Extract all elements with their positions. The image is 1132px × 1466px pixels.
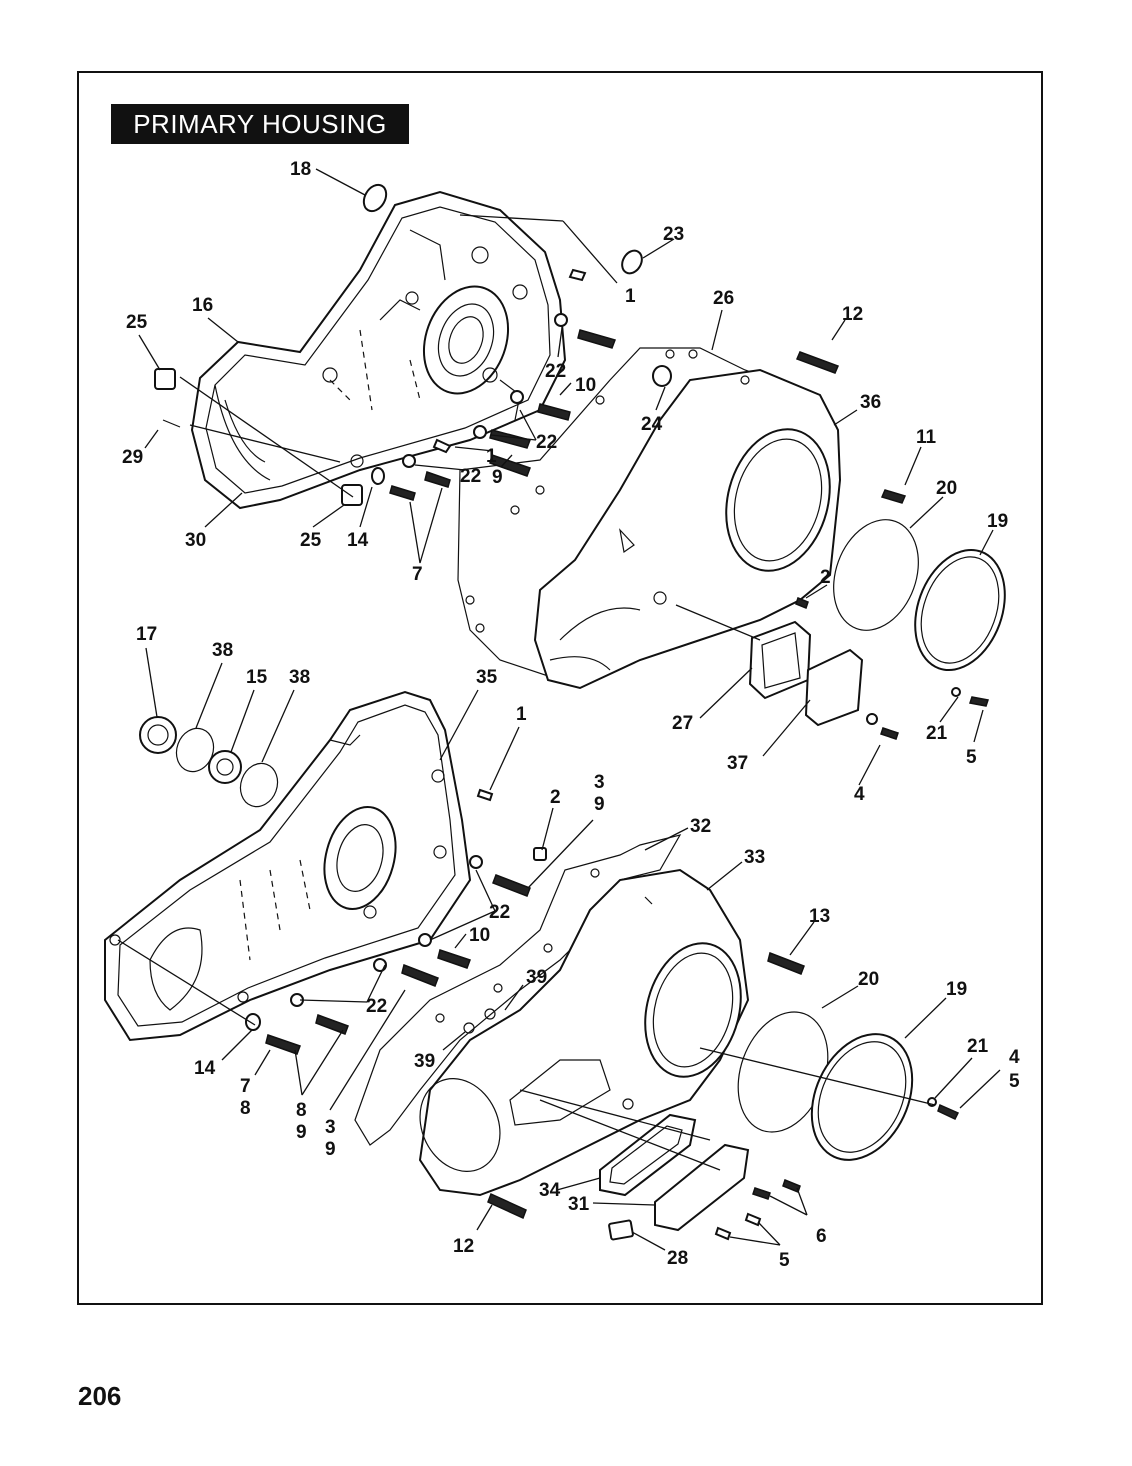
callout-5: 5 (779, 1250, 790, 1271)
callout-24: 24 (641, 414, 663, 435)
derby-cover-lower (810, 1033, 914, 1161)
callout-25: 25 (300, 530, 322, 551)
callout-26: 26 (713, 288, 734, 309)
callout-labels: 18 23 1 26 12 16 25 22 10 24 36 22 1 11 … (122, 159, 1020, 1271)
callout-14: 14 (194, 1058, 216, 1079)
inspection-cover-lower (654, 1143, 750, 1232)
callout-28: 28 (667, 1248, 688, 1269)
callout-5: 5 (966, 747, 977, 768)
callout-8: 8 (296, 1100, 307, 1121)
derby-gasket-upper (833, 519, 919, 631)
callout-8: 8 (240, 1098, 251, 1119)
callout-35: 35 (476, 667, 498, 688)
callout-20: 20 (936, 478, 957, 499)
callout-22: 22 (489, 902, 510, 923)
page-title-text: PRIMARY HOUSING (133, 109, 387, 139)
callout-39: 39 (414, 1051, 435, 1072)
callout-15: 15 (246, 667, 268, 688)
callout-2: 2 (550, 787, 561, 808)
callout-19: 19 (946, 979, 967, 1000)
callout-30: 30 (185, 530, 206, 551)
callout-6: 6 (816, 1226, 827, 1247)
callout-13: 13 (809, 906, 830, 927)
callout-10: 10 (575, 375, 596, 396)
callout-37: 37 (727, 753, 748, 774)
callout-3: 3 (325, 1117, 336, 1138)
callout-11: 11 (916, 427, 937, 448)
leader-lines-lower (117, 647, 1001, 1251)
inspection-gasket-upper (748, 620, 812, 700)
callout-22: 22 (536, 432, 557, 453)
callout-22: 22 (545, 361, 566, 382)
callout-12: 12 (842, 304, 863, 325)
callout-2: 2 (820, 567, 831, 588)
callout-10: 10 (469, 925, 490, 946)
callout-14: 14 (347, 530, 369, 551)
callout-1: 1 (486, 446, 497, 467)
callout-17: 17 (136, 624, 157, 645)
callout-20: 20 (858, 969, 879, 990)
callout-12: 12 (453, 1236, 474, 1257)
callout-3: 3 (594, 772, 605, 793)
callout-1: 1 (625, 286, 636, 307)
callout-39: 39 (526, 967, 547, 988)
diagram-frame (77, 71, 1043, 1305)
leader-lines-upper (138, 168, 994, 786)
callout-22: 22 (460, 466, 481, 487)
callout-21: 21 (926, 723, 948, 744)
callout-32: 32 (690, 816, 711, 837)
primary-gasket-lower (354, 834, 682, 1146)
callout-25: 25 (126, 312, 148, 333)
inner-primary-housing-upper (190, 190, 567, 510)
page-number: 206 (78, 1381, 122, 1411)
callout-18: 18 (290, 159, 311, 180)
callout-38: 38 (289, 667, 310, 688)
callout-9: 9 (492, 467, 503, 488)
callout-23: 23 (663, 224, 684, 245)
inspection-gasket-lower (599, 1113, 697, 1197)
callout-27: 27 (672, 713, 693, 734)
callout-36: 36 (860, 392, 881, 413)
callout-33: 33 (744, 847, 765, 868)
callout-1: 1 (516, 704, 527, 725)
callout-22: 22 (366, 996, 387, 1017)
outer-primary-cover-upper (533, 368, 842, 690)
outer-primary-cover-lower (418, 868, 750, 1197)
callout-21: 21 (967, 1036, 989, 1057)
inspection-cover-upper (804, 648, 864, 727)
callout-4: 4 (1009, 1047, 1020, 1068)
callout-7: 7 (240, 1076, 251, 1097)
inner-primary-housing-lower (104, 690, 472, 1042)
callout-29: 29 (122, 447, 143, 468)
callout-19: 19 (987, 511, 1008, 532)
callout-9: 9 (325, 1139, 336, 1160)
callout-16: 16 (192, 295, 213, 316)
callout-9: 9 (296, 1122, 307, 1143)
derby-cover-upper (914, 548, 1006, 672)
callout-38: 38 (212, 640, 233, 661)
callout-5: 5 (1009, 1071, 1020, 1092)
callout-9: 9 (594, 794, 605, 815)
page-title: PRIMARY HOUSING (111, 104, 409, 144)
callout-4: 4 (854, 784, 865, 805)
callout-31: 31 (568, 1194, 590, 1215)
callout-7: 7 (412, 564, 423, 585)
small-parts-upper (154, 183, 989, 740)
callout-34: 34 (539, 1180, 561, 1201)
